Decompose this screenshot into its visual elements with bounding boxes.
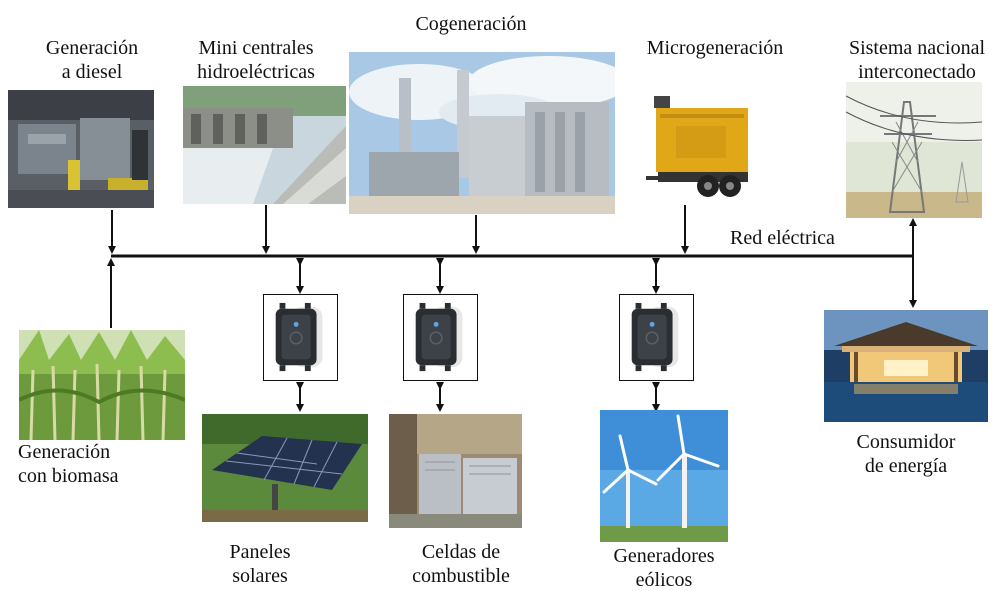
hydro-dam-photo bbox=[183, 86, 346, 204]
house-photo bbox=[824, 310, 988, 422]
solar-converter bbox=[263, 294, 338, 381]
power-inverter-icon bbox=[415, 302, 463, 372]
wind-label: Generadores eólicos bbox=[613, 545, 715, 591]
power-inverter-icon bbox=[275, 302, 323, 372]
power-inverter-icon bbox=[631, 302, 679, 372]
wind-turbine-photo bbox=[600, 410, 728, 542]
transmission-tower-photo bbox=[846, 82, 982, 218]
grid-label: Sistema nacional interconectado bbox=[848, 37, 986, 83]
fuel-cell-converter bbox=[403, 294, 478, 381]
diesel-label: Generación a diesel bbox=[45, 37, 139, 83]
fuel-cell-label: Celdas de combustible bbox=[412, 541, 510, 587]
sugarcane-photo bbox=[19, 330, 185, 440]
cogeneration-plant-photo bbox=[349, 52, 615, 214]
fuel-cell-photo bbox=[389, 414, 522, 528]
trailer-generator-photo bbox=[646, 86, 752, 204]
biomass-label: Generación con biomasa bbox=[18, 441, 119, 487]
solar-panel-photo bbox=[202, 414, 368, 522]
solar-label: Paneles solares bbox=[229, 541, 291, 587]
diesel-generator-photo bbox=[8, 90, 154, 208]
bus-label: Red eléctrica bbox=[730, 227, 835, 249]
cogen-label: Cogeneración bbox=[415, 13, 527, 35]
micro-label: Microgeneración bbox=[646, 37, 784, 59]
consumer-label: Consumidor de energía bbox=[856, 431, 956, 477]
hydro-label: Mini centrales hidroeléctricas bbox=[197, 37, 315, 83]
wind-converter bbox=[619, 294, 694, 381]
